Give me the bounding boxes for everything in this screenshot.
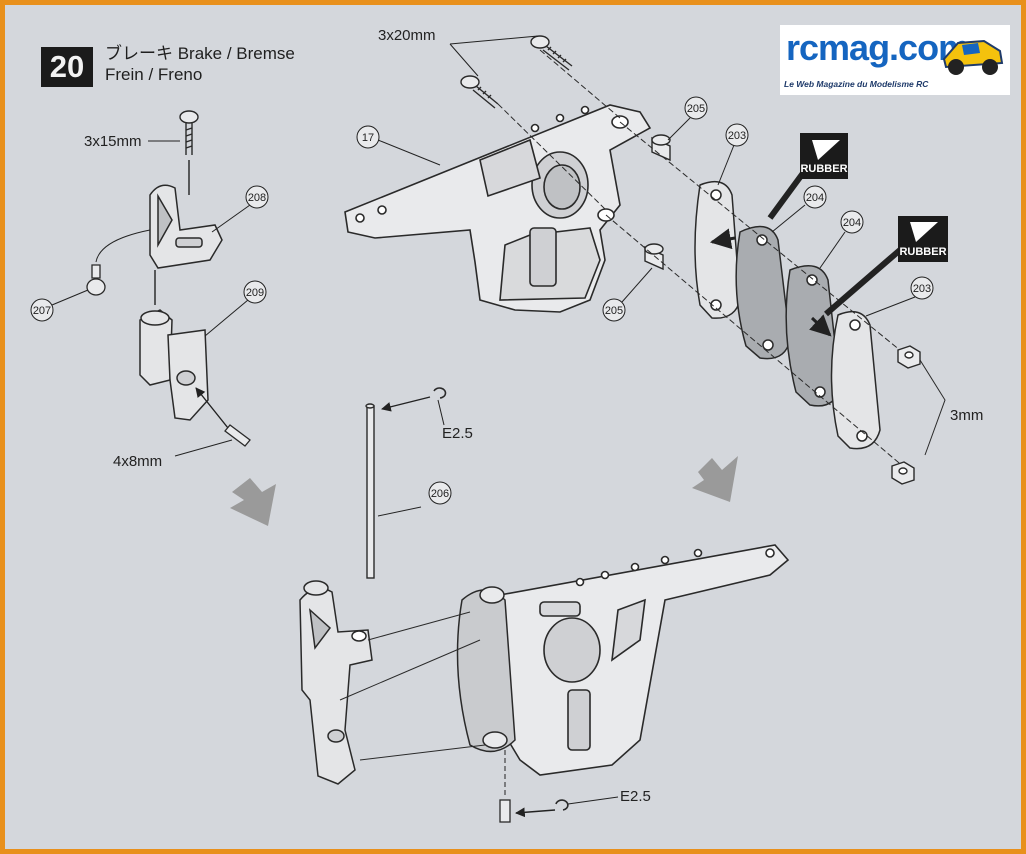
down-arrow-right [692,456,738,502]
svg-text:206: 206 [431,488,449,500]
svg-text:203: 203 [728,130,746,142]
step-title-line1: ブレーキ Brake / Bremse [105,44,295,63]
pin-bottom-end [499,799,511,823]
brake-arm-209 [139,309,209,421]
svg-text:209: 209 [246,287,264,299]
step-title: ブレーキ Brake / Bremse Frein / Freno [105,43,295,85]
callout-206: 206 [428,481,452,505]
assembly-diagram: 3mm RUBBER RUBBER 3x15mm [30,27,983,823]
step-title-line2: Frein / Freno [105,65,203,84]
callout-203-bottom: 203 [865,276,934,317]
svg-text:208: 208 [248,192,266,204]
rubber-label-2: RUBBER [899,246,946,258]
e-clip-bottom [555,799,569,811]
screw-3x20-b [460,75,499,109]
nut-size-label: 3mm [950,407,983,424]
rubber-label-1: RUBBER [800,163,847,175]
rcmag-logo: rcmag.com Le Web Magazine du Modelisme R… [780,25,1010,95]
callout-204-right: 204 [819,210,864,269]
manual-page: 3mm RUBBER RUBBER 3x15mm [5,5,1021,849]
callout-205-top: 205 [667,96,708,141]
setscrew-4x8-label: 4x8mm [113,453,162,470]
brake-frame-bottom [469,544,790,776]
callout-204-left: 204 [771,185,827,233]
svg-text:204: 204 [806,192,824,204]
brake-plate-203-right [830,310,881,450]
rc-car-icon [942,39,1004,75]
spacer-205-bottom [644,243,664,271]
screw-3x15-label: 3x15mm [84,133,142,150]
step-number: 20 [41,47,93,87]
setscrew-4x8 [224,424,251,447]
rubber-callout-2: RUBBER [824,216,948,317]
brake-plate-203-left [694,180,741,319]
nut-3mm-top [897,345,921,369]
screw-3x15 [179,110,199,155]
logo-tagline: Le Web Magazine du Modelisme RC [784,79,929,89]
brake-arm-assembled [299,580,373,785]
svg-text:204: 204 [843,217,861,229]
rubber-callout-1: RUBBER [767,133,848,220]
brake-arm-208 [149,184,223,269]
down-arrow-left [230,478,276,526]
logo-wordmark: rcmag.com [786,27,970,68]
svg-text:17: 17 [362,132,374,144]
clip-bottom-label: E2.5 [620,788,651,805]
spacer-205-top [651,134,671,162]
clip-top-label: E2.5 [442,425,473,442]
pin-206 [365,403,375,579]
ball-stud-207 [86,264,106,296]
callout-209: 209 [204,280,267,337]
svg-text:205: 205 [605,305,623,317]
screw-3x20-a [530,35,573,71]
svg-text:205: 205 [687,103,705,115]
svg-text:207: 207 [33,305,51,317]
callout-205-bottom: 205 [602,267,653,322]
callout-207: 207 [30,289,89,322]
callout-17: 17 [356,125,441,166]
callout-203-top: 203 [717,123,749,186]
brake-frame-top [344,104,652,313]
callout-208: 208 [211,185,269,233]
brake-pads-assembled [456,586,516,753]
brake-pad-204-left [735,225,791,360]
step-header: 20 ブレーキ Brake / Bremse Frein / Freno [33,37,333,93]
nut-3mm-bottom [891,461,915,485]
screw-3x20-label: 3x20mm [378,27,436,44]
e-clip-top [433,387,447,399]
svg-text:203: 203 [913,283,931,295]
